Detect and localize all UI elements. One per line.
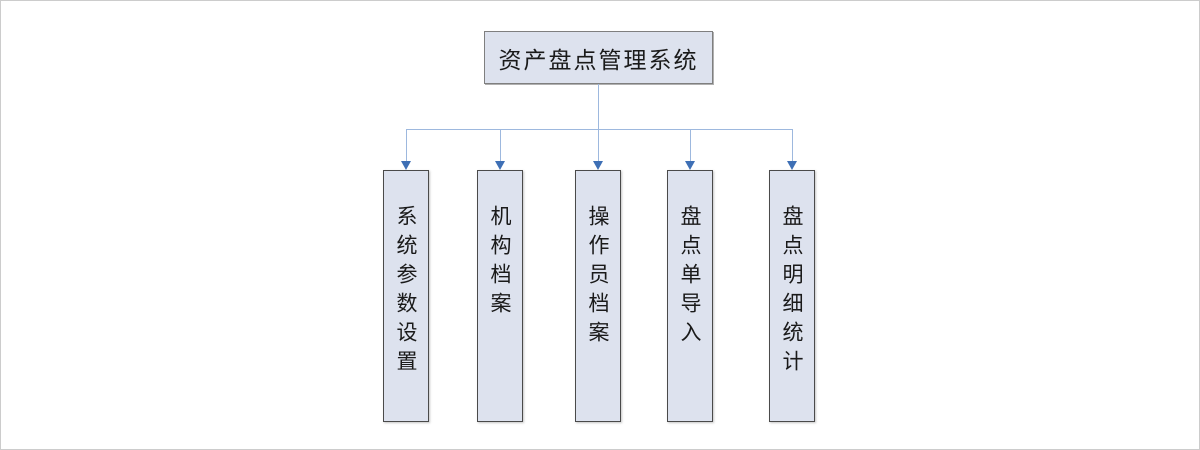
arrow-down-icon xyxy=(495,161,505,170)
node-inventory-sheet-import: 盘点单导入 xyxy=(667,170,713,422)
node-inventory-detail-statistics: 盘点明细统计 xyxy=(769,170,815,422)
connector-drop-5 xyxy=(792,129,793,163)
root-node-label: 资产盘点管理系统 xyxy=(498,47,699,74)
node-label: 盘点明细统计 xyxy=(780,205,804,379)
node-label: 系统参数设置 xyxy=(394,205,418,379)
root-node-title: 资产盘点管理系统 xyxy=(484,31,713,84)
connector-horizontal xyxy=(406,129,793,130)
arrow-down-icon xyxy=(401,161,411,170)
arrow-down-icon xyxy=(685,161,695,170)
connector-trunk xyxy=(598,84,599,129)
connector-drop-4 xyxy=(690,129,691,163)
connector-drop-3 xyxy=(598,129,599,163)
node-label: 机构档案 xyxy=(488,205,512,321)
node-operator-archives: 操作员档案 xyxy=(575,170,621,422)
node-system-parameter-settings: 系统参数设置 xyxy=(383,170,429,422)
arrow-down-icon xyxy=(593,161,603,170)
node-organization-archives: 机构档案 xyxy=(477,170,523,422)
connector-drop-1 xyxy=(406,129,407,163)
arrow-down-icon xyxy=(787,161,797,170)
node-label: 盘点单导入 xyxy=(678,205,702,350)
connector-drop-2 xyxy=(500,129,501,163)
node-label: 操作员档案 xyxy=(586,205,610,350)
